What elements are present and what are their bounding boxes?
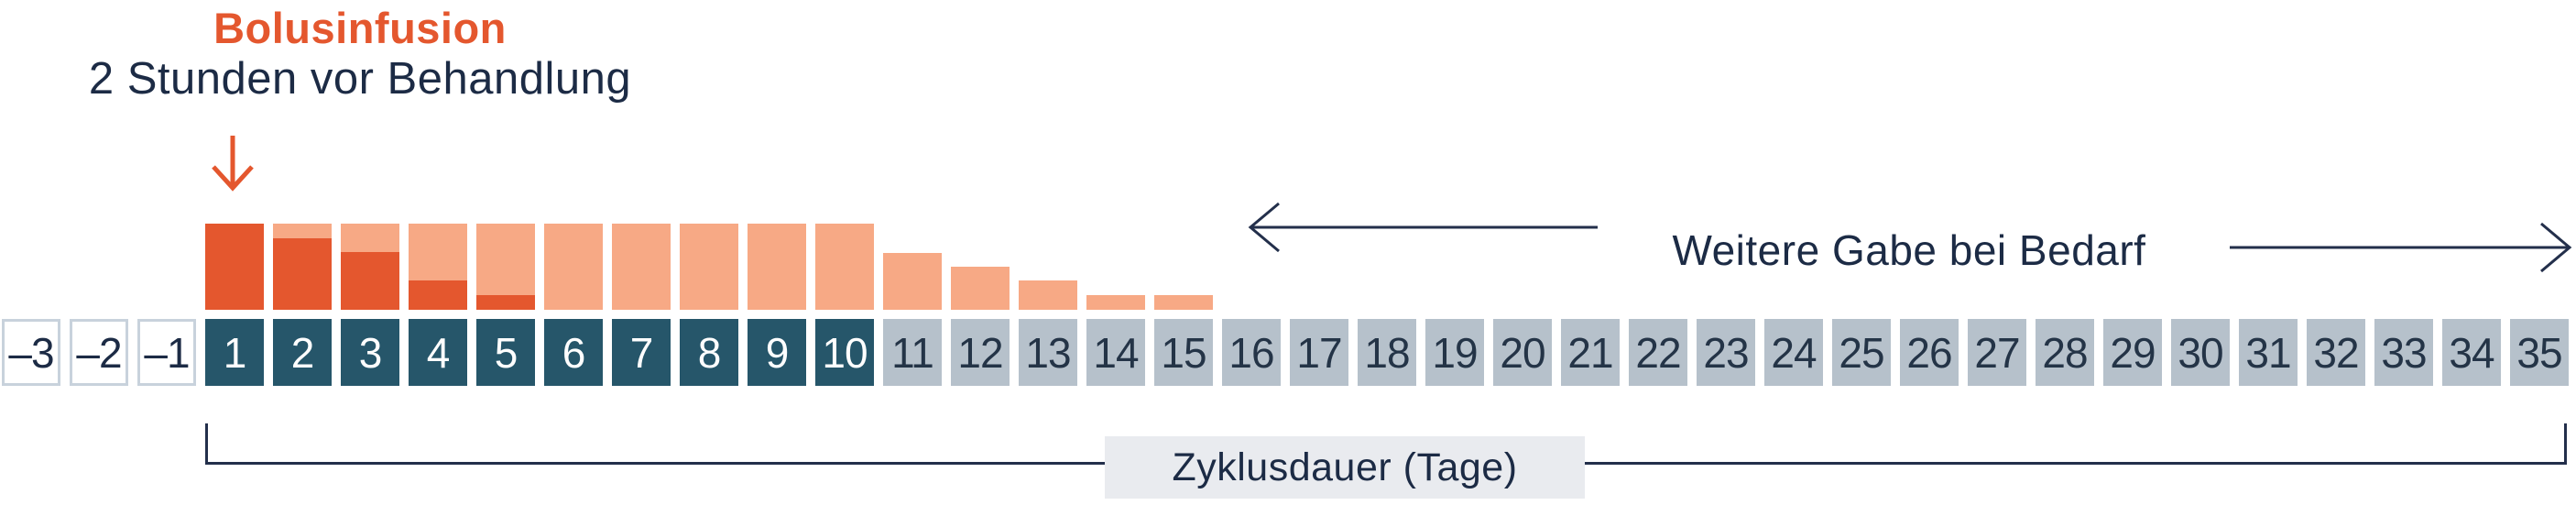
dose-bar-day-3 xyxy=(341,224,399,310)
dose-bar-day-1 xyxy=(205,224,264,310)
dose-bar-day-2 xyxy=(273,224,332,310)
header: Bolusinfusion 2 Stunden vor Behandlung xyxy=(16,2,704,103)
day-cell-11: 11 xyxy=(883,319,942,386)
dose-bar-dark-portion xyxy=(205,224,264,310)
arrow-down-icon xyxy=(212,136,254,192)
dose-bar-day-5 xyxy=(476,224,535,310)
day-cell-5: 5 xyxy=(476,319,535,386)
day-cell-19: 19 xyxy=(1425,319,1484,386)
day-cell-15: 15 xyxy=(1154,319,1213,386)
dose-bar-day-10 xyxy=(815,224,874,310)
day-cell-23: 23 xyxy=(1697,319,1755,386)
day-cell-28: 28 xyxy=(2036,319,2094,386)
further-dose-label: Weitere Gabe bei Bedarf xyxy=(1672,226,2146,274)
dose-bar-day-15 xyxy=(1154,295,1213,310)
day-cell-1: 1 xyxy=(205,319,264,386)
page-title: Bolusinfusion xyxy=(213,4,507,52)
day-cell-17: 17 xyxy=(1290,319,1348,386)
day-cell-29: 29 xyxy=(2103,319,2162,386)
dose-bar-day-11 xyxy=(883,253,942,310)
dose-bar-day-13 xyxy=(1019,280,1077,310)
day-cell-26: 26 xyxy=(1900,319,1959,386)
day-cell-21: 21 xyxy=(1561,319,1620,386)
dose-bar-day-12 xyxy=(951,267,1010,310)
day-cell-31: 31 xyxy=(2239,319,2298,386)
dose-bar-day-7 xyxy=(612,224,671,310)
day-cell-32: 32 xyxy=(2307,319,2365,386)
dose-bar-dark-portion xyxy=(273,238,332,310)
day-cell-16: 16 xyxy=(1222,319,1281,386)
day-cell-34: 34 xyxy=(2442,319,2501,386)
arrow-right-icon xyxy=(2230,222,2572,273)
day-cell-4: 4 xyxy=(409,319,467,386)
dose-bar-dark-portion xyxy=(409,280,467,310)
day-cell-30: 30 xyxy=(2171,319,2230,386)
day-cell-27: 27 xyxy=(1968,319,2026,386)
dose-bar-day-14 xyxy=(1086,295,1145,310)
day-cell-7: 7 xyxy=(612,319,671,386)
dose-bar-day-9 xyxy=(748,224,806,310)
cycle-duration-label: Zyklusdauer (Tage) xyxy=(1105,436,1585,499)
day-cell-22: 22 xyxy=(1629,319,1687,386)
day-cell-3: 3 xyxy=(341,319,399,386)
day-cell-10: 10 xyxy=(815,319,874,386)
day-cell-24: 24 xyxy=(1764,319,1823,386)
dose-bar-day-4 xyxy=(409,224,467,310)
day-cell-2: 2 xyxy=(273,319,332,386)
dose-bar-day-8 xyxy=(680,224,738,310)
dose-bar-day-6 xyxy=(544,224,603,310)
day-cell-8: 8 xyxy=(680,319,738,386)
arrow-left-icon xyxy=(1248,202,1598,253)
day-cell-9: 9 xyxy=(748,319,806,386)
day-cell-35: 35 xyxy=(2510,319,2569,386)
dose-bar-dark-portion xyxy=(341,252,399,310)
day-cell-13: 13 xyxy=(1019,319,1077,386)
day-cell-–3: –3 xyxy=(2,319,60,386)
day-cell-33: 33 xyxy=(2374,319,2433,386)
day-cell-–2: –2 xyxy=(70,319,128,386)
day-cell-6: 6 xyxy=(544,319,603,386)
day-cell-25: 25 xyxy=(1832,319,1891,386)
day-cell-14: 14 xyxy=(1086,319,1145,386)
day-cell-18: 18 xyxy=(1358,319,1416,386)
day-cell-–1: –1 xyxy=(137,319,196,386)
page-subtitle: 2 Stunden vor Behandlung xyxy=(88,53,632,104)
day-cell-20: 20 xyxy=(1493,319,1552,386)
day-cell-12: 12 xyxy=(951,319,1010,386)
dose-bar-dark-portion xyxy=(476,295,535,310)
